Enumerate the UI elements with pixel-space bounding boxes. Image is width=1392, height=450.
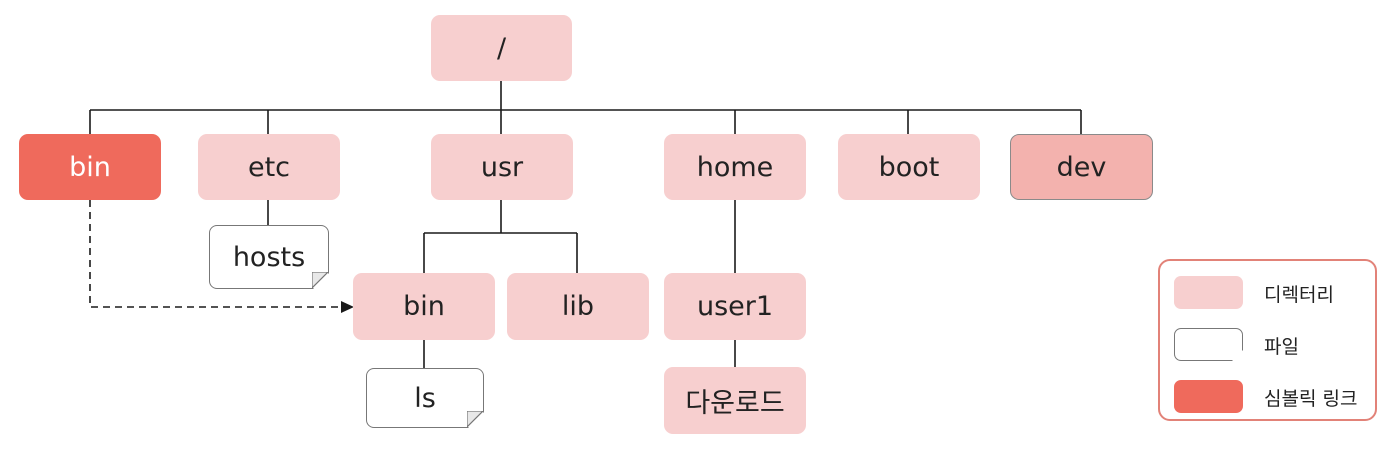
node-ls-label: ls bbox=[414, 382, 436, 414]
legend-swatch-directory bbox=[1174, 276, 1243, 309]
node-download-label: 다운로드 bbox=[685, 388, 785, 419]
node-usr-bin: bin bbox=[353, 273, 495, 340]
node-user1-label: user1 bbox=[696, 291, 774, 322]
node-usr-lib: lib bbox=[507, 273, 649, 340]
node-bin-symlink: bin bbox=[19, 134, 161, 200]
node-usr: usr bbox=[431, 134, 573, 200]
node-boot-label: boot bbox=[878, 151, 940, 183]
node-hosts-file: hosts bbox=[209, 225, 329, 289]
node-usr-lib-label: lib bbox=[561, 291, 595, 322]
legend-label-symlink: 심볼릭 링크 bbox=[1264, 388, 1358, 410]
node-user1: user1 bbox=[664, 273, 806, 340]
node-dev-label: dev bbox=[1056, 151, 1107, 183]
node-hosts-label: hosts bbox=[232, 241, 306, 273]
symlink-arrowhead bbox=[341, 301, 354, 313]
node-root: / bbox=[431, 15, 572, 81]
node-home: home bbox=[664, 134, 806, 200]
node-download: 다운로드 bbox=[664, 367, 806, 434]
page-fold-icon bbox=[467, 411, 483, 427]
legend-label-file: 파일 bbox=[1264, 336, 1299, 358]
node-usr-label: usr bbox=[480, 151, 524, 183]
node-usr-bin-label: bin bbox=[403, 291, 445, 322]
node-root-label: / bbox=[496, 32, 507, 64]
legend: 디렉터리 파일 심볼릭 링크 bbox=[1158, 259, 1377, 421]
node-etc-label: etc bbox=[247, 151, 291, 183]
node-dev: dev bbox=[1010, 134, 1153, 200]
node-ls-file: ls bbox=[366, 368, 484, 428]
node-boot: boot bbox=[838, 134, 980, 200]
page-fold-icon bbox=[312, 272, 328, 288]
legend-swatch-symlink bbox=[1174, 380, 1243, 413]
legend-swatch-file bbox=[1174, 328, 1243, 361]
node-etc: etc bbox=[198, 134, 340, 200]
node-bin-label: bin bbox=[69, 151, 111, 183]
node-home-label: home bbox=[696, 151, 774, 183]
legend-label-directory: 디렉터리 bbox=[1264, 284, 1334, 306]
